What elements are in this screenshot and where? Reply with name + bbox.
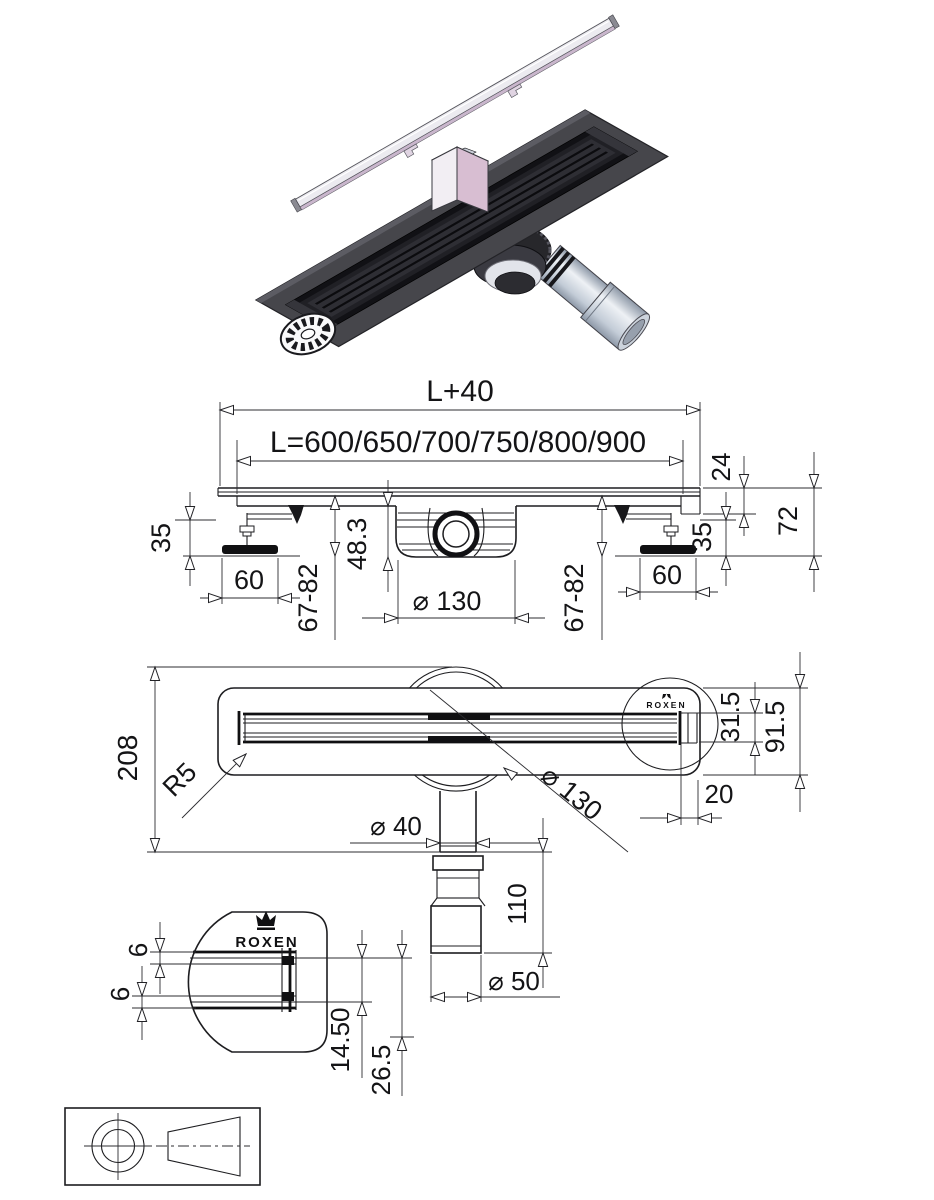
outlet-pipe-3d bbox=[535, 244, 651, 351]
plan-dimensions: 208 R5 ⌀ 40 ⌀ 130 31.5 bbox=[112, 652, 808, 1003]
dim-trap-height: 48.3 bbox=[342, 518, 372, 571]
plan-outlet-pipe bbox=[430, 791, 486, 954]
dim-edge-height: 24 bbox=[706, 453, 736, 482]
plan-flange bbox=[217, 687, 701, 776]
adjustable-foot-wheel-left bbox=[279, 312, 337, 356]
grate-rail-3d bbox=[290, 14, 620, 213]
dim-inner-depth: 14.50 bbox=[325, 1007, 355, 1072]
plan-view: ROXEN 208 R5 ⌀ 40 ⌀ 130 bbox=[112, 652, 808, 1003]
dim-mount-range-right: 67-82 bbox=[559, 563, 589, 632]
dim-outlet-diameter: ⌀ 40 bbox=[370, 811, 422, 841]
dim-total-height: 72 bbox=[773, 506, 803, 536]
dim-edge-gap-top: 6 bbox=[123, 943, 153, 957]
dim-foot-height-right: 35 bbox=[687, 522, 717, 552]
dim-pipe-diameter: ⌀ 50 bbox=[488, 966, 540, 996]
detail-balloon-circle bbox=[621, 677, 719, 771]
roxen-logo-detail: ROXEN bbox=[235, 911, 298, 951]
detail-dimensions: 6 6 14.50 26.5 bbox=[105, 922, 414, 1096]
dim-outlet-drop: 110 bbox=[502, 883, 532, 924]
detail-slot-profile bbox=[189, 948, 327, 1012]
front-foot-right bbox=[614, 505, 696, 554]
dim-mount-range-left: 67-82 bbox=[293, 563, 323, 632]
drain-insert-box-3d bbox=[430, 146, 490, 213]
dim-outer-depth: 26.5 bbox=[366, 1045, 396, 1096]
dim-body-width: 91.5 bbox=[760, 701, 790, 754]
plan-slot bbox=[237, 711, 698, 745]
dim-length-options: L=600/650/700/750/800/900 bbox=[270, 426, 646, 459]
dim-length-total: L+40 bbox=[426, 375, 494, 408]
roxen-logo-plan-text: ROXEN bbox=[646, 700, 686, 710]
dim-corner-radius: R5 bbox=[157, 757, 203, 803]
roxen-logo-detail-text: ROXEN bbox=[235, 934, 298, 951]
dim-trap-diameter-plan: ⌀ 130 bbox=[535, 760, 607, 827]
roxen-logo-plan: ROXEN bbox=[646, 693, 686, 710]
dim-foot-width-left: 60 bbox=[234, 565, 264, 595]
channel-body-3d bbox=[254, 109, 669, 348]
dim-edge-gap-side: 6 bbox=[105, 987, 135, 1001]
dim-foot-width-right: 60 bbox=[652, 560, 682, 590]
front-view: L+40 L=600/650/700/750/800/900 24 72 bbox=[146, 375, 822, 640]
front-foot-left bbox=[222, 505, 304, 554]
dim-overall-width: 208 bbox=[112, 735, 143, 782]
dim-end-offset: 20 bbox=[705, 779, 734, 809]
front-dimensions: L+40 L=600/650/700/750/800/900 24 72 bbox=[146, 375, 822, 640]
dim-slot-width: 31.5 bbox=[715, 692, 745, 743]
first-angle-projection-symbol bbox=[64, 1107, 261, 1186]
dim-foot-height-left: 35 bbox=[146, 523, 176, 553]
dim-trap-diameter-front: ⌀ 130 bbox=[413, 586, 482, 616]
isometric-view bbox=[254, 14, 669, 356]
detail-view: ROXEN 6 bbox=[105, 911, 414, 1096]
front-trap-housing bbox=[395, 506, 517, 558]
